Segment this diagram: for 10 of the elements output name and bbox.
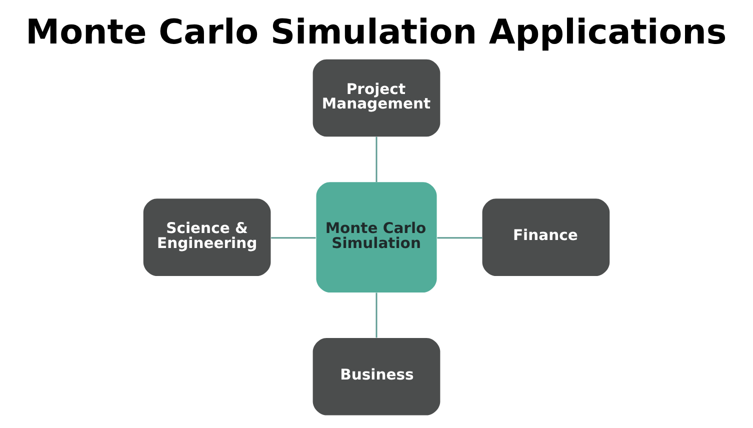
node-box: Finance [482,198,610,276]
node-box: Science & Engineering [143,198,271,276]
node-box: Business [312,338,440,416]
node-box: Monte Carlo Simulation [316,182,437,292]
connector [376,136,378,182]
node-box: Project Management [312,59,440,137]
diagram-title: Monte Carlo Simulation Applications [26,12,727,52]
connector [271,237,316,239]
connector [437,237,482,239]
connector [376,292,378,338]
